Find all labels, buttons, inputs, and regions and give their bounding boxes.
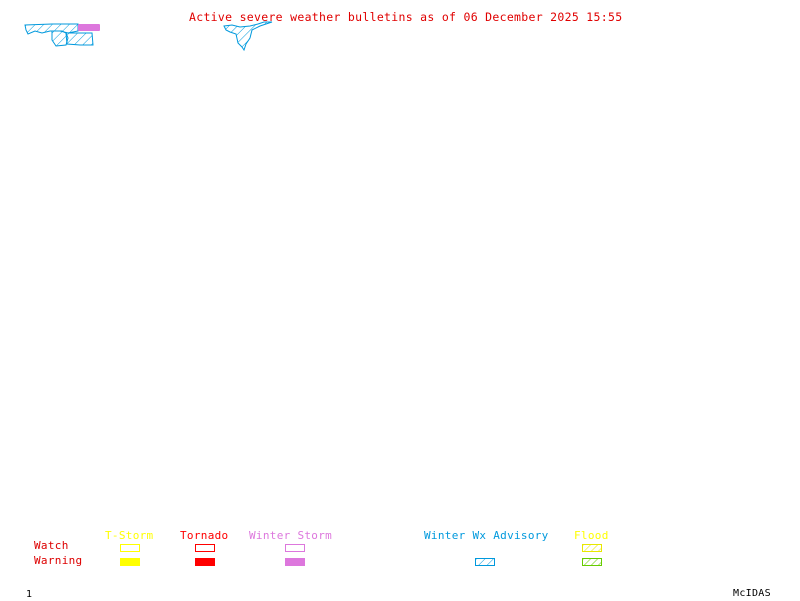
legend-winter-storm-label: Winter Storm <box>249 529 333 542</box>
legend-flood-watch-swatch <box>582 544 602 552</box>
winter-storm-warning-area <box>78 24 100 31</box>
legend-winter-storm-warning-swatch <box>285 558 305 566</box>
legend-tornado-watch-swatch <box>195 544 215 552</box>
brand-label: McIDAS <box>733 588 771 599</box>
legend-winter-storm-watch-swatch <box>285 544 305 552</box>
legend-tstorm-warning-swatch <box>120 558 140 566</box>
legend-tornado-label: Tornado <box>180 529 229 542</box>
legend-flood-warning-swatch <box>582 558 602 566</box>
winter-advisory-area-central <box>223 21 273 52</box>
legend-winter-advisory-swatch <box>475 558 495 566</box>
legend-row-warning: Warning <box>34 554 83 567</box>
legend-winter-advisory-label: Winter Wx Advisory <box>424 529 549 542</box>
legend-tstorm-watch-swatch <box>120 544 140 552</box>
frame-number: 1 <box>26 589 33 600</box>
winter-advisory-area-west <box>24 23 94 47</box>
legend-tornado-warning-swatch <box>195 558 215 566</box>
legend-tstorm-label: T-Storm <box>105 529 154 542</box>
legend-row-watch: Watch <box>34 539 69 552</box>
legend-flood-label: Flood <box>574 529 609 542</box>
bulletin-title: Active severe weather bulletins as of 06… <box>189 10 623 24</box>
